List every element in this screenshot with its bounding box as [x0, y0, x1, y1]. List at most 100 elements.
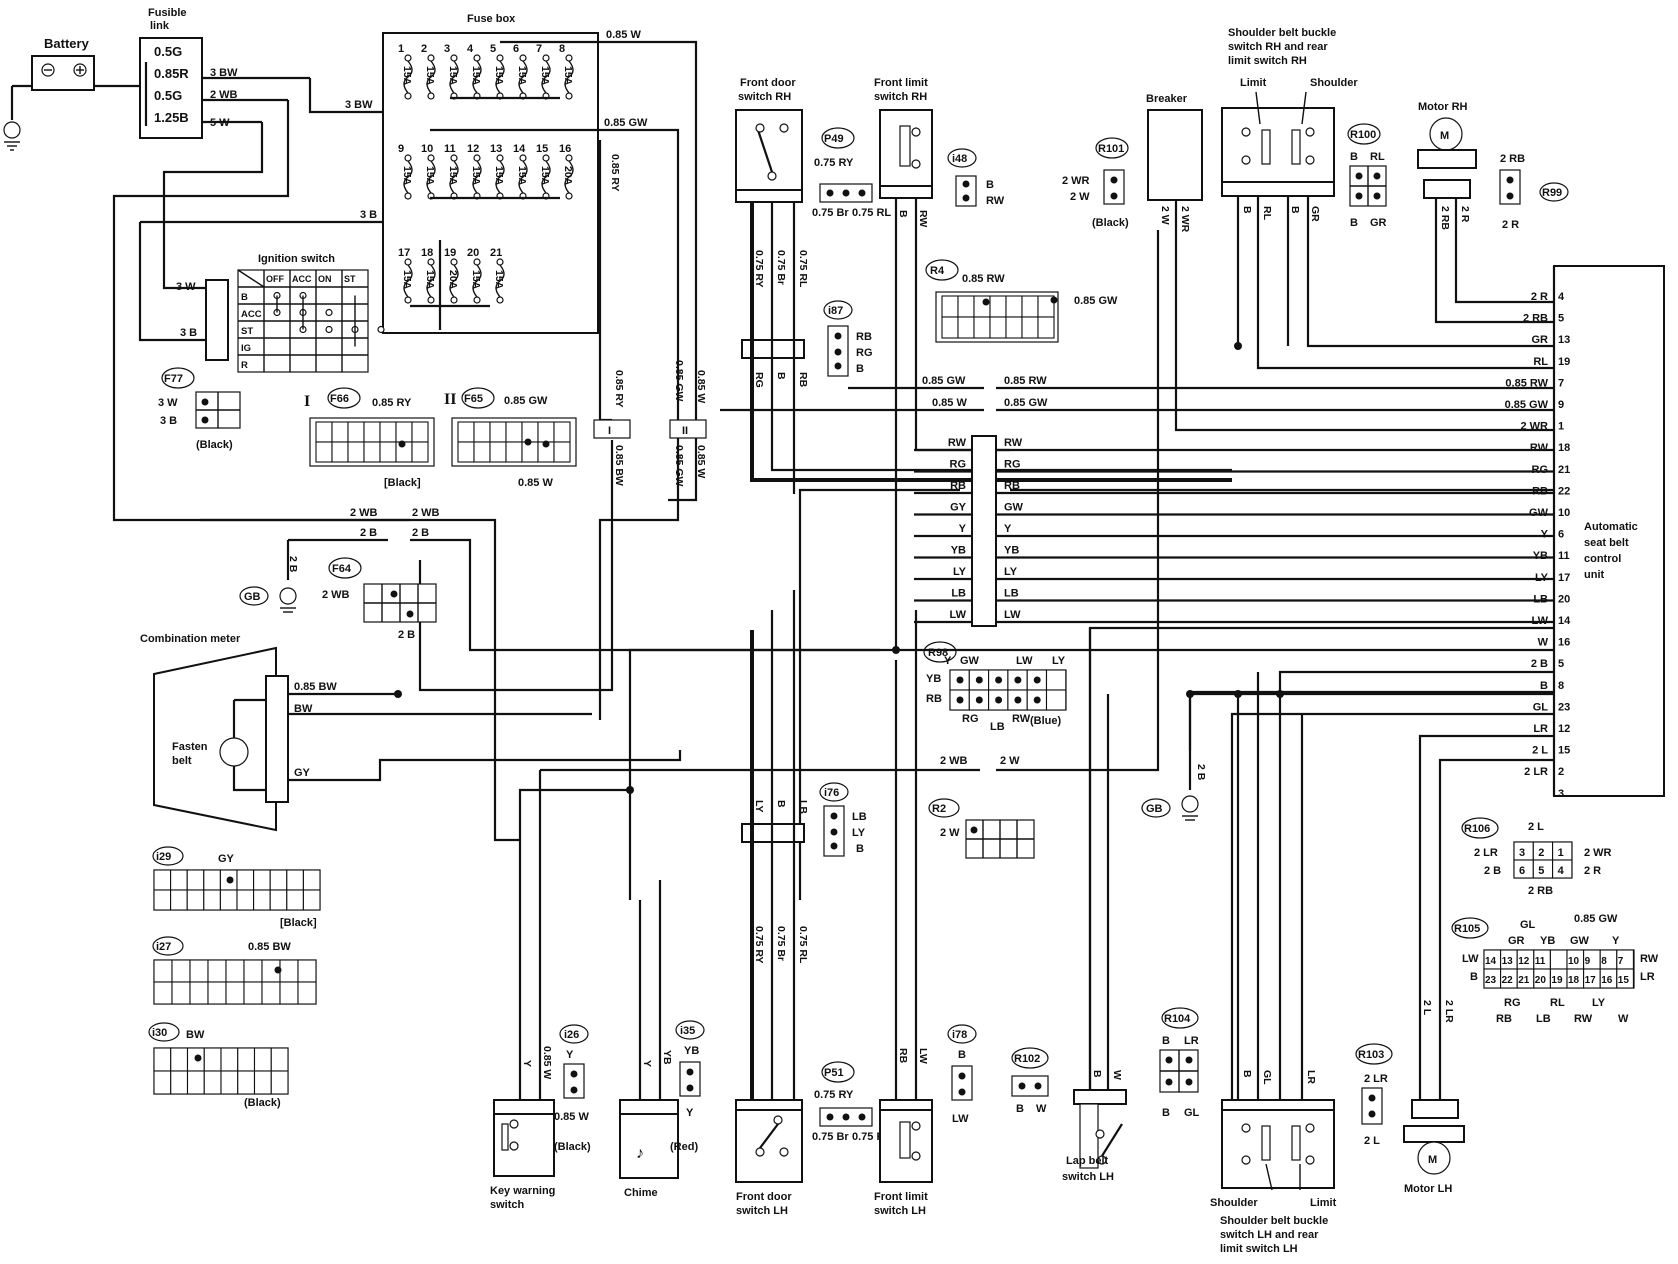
- unit-terminal-wire: Y: [1541, 529, 1549, 541]
- lbs-label-2: switch LH: [1062, 1171, 1114, 1183]
- f64-2wb: 2 WB: [322, 589, 350, 601]
- connector-r101: R101 2 WR 2 W (Black): [1062, 137, 1129, 229]
- i48-b: B: [986, 179, 994, 191]
- wire-2b-b: 2 B: [412, 527, 429, 539]
- harness-085w-l: 0.85 W: [932, 397, 967, 409]
- fusible-link: Fusible link 0.5G 0.85R 0.5G 1.25B 3 BW …: [139, 7, 310, 139]
- ign-col: ON: [318, 274, 332, 284]
- wire-3bw-2: 3 BW: [345, 99, 373, 111]
- connector-i78: i78 B LW: [947, 1024, 977, 1125]
- wire-2b-vert: 2 B: [287, 556, 299, 573]
- i48-rw: RW: [986, 195, 1005, 207]
- harness-085rw-r: 0.85 RW: [1004, 375, 1047, 387]
- fuse-rating: 15A: [424, 66, 436, 86]
- r102-label: R102: [1014, 1053, 1040, 1065]
- unit-label-1: Automatic: [1584, 521, 1638, 533]
- i76-label: i76: [824, 787, 839, 799]
- unit-terminal-pin: 8: [1558, 680, 1564, 692]
- fuse-number: 17: [398, 247, 410, 259]
- fll-rb: RB: [897, 1048, 909, 1064]
- r105-lb: LB: [1536, 1013, 1551, 1025]
- r105-pin: 8: [1601, 956, 1607, 967]
- r106-pin: 4: [1558, 865, 1565, 877]
- r106-2b: 2 B: [1484, 865, 1501, 877]
- music-note-icon: ♪: [636, 1145, 644, 1162]
- f64-label: F64: [332, 563, 352, 575]
- fll-label-2: switch LH: [874, 1205, 926, 1217]
- f77-3b: 3 B: [160, 415, 177, 427]
- motor-rh-2rb: 2 RB: [1439, 206, 1451, 230]
- unit-terminal-wire: W: [1538, 637, 1549, 649]
- i35-y: Y: [686, 1107, 694, 1119]
- r98-rg: RG: [962, 713, 979, 725]
- motor-lh-m: M: [1428, 1154, 1437, 1166]
- harness-right-label: LB: [1004, 588, 1019, 600]
- kws-y: Y: [521, 1060, 533, 1067]
- flr-rw: RW: [917, 210, 929, 227]
- i87-label: i87: [828, 305, 843, 317]
- r105-pin: 7: [1618, 956, 1624, 967]
- fuse-rating: 20A: [562, 166, 574, 186]
- fdl-b: B: [775, 800, 787, 808]
- i78-lw: LW: [952, 1113, 969, 1125]
- sbr-label-2: switch RH and rear: [1228, 41, 1328, 53]
- fuse-number: 12: [467, 143, 479, 155]
- fuse-number: 5: [490, 43, 496, 55]
- fuse-box-frame: [382, 32, 599, 334]
- r105-085gw: 0.85 GW: [1574, 913, 1618, 925]
- harness-left-label: Y: [959, 523, 967, 535]
- harness-left-label: RG: [950, 459, 967, 471]
- fasten-belt-label-2: belt: [172, 755, 192, 767]
- i35-red: (Red): [670, 1141, 698, 1153]
- fdr-label-1: Front door: [740, 77, 796, 89]
- front-door-switch-rh: Front door switch RH 0.75 RY 0.75 Br 0.7…: [735, 77, 1232, 494]
- wire-085gw-mid2: 0.85 GW: [673, 445, 685, 487]
- r105-pin: 19: [1551, 975, 1563, 986]
- wire-2w-mid: 2 W: [1000, 755, 1020, 767]
- connector-i26: i26 Y 0.85 W (Black): [554, 1024, 591, 1153]
- fuse-number: 6: [513, 43, 519, 55]
- r104-b: B: [1162, 1035, 1170, 1047]
- unit-terminal-pin: 16: [1558, 637, 1570, 649]
- unit-terminal-wire: 2 WR: [1521, 421, 1549, 433]
- r103-2l: 2 L: [1364, 1135, 1380, 1147]
- r4-085rw: 0.85 RW: [962, 273, 1005, 285]
- ign-row: ACC: [241, 309, 262, 320]
- fdr-b: B: [775, 372, 787, 380]
- wire-3w: 3 W: [176, 281, 196, 293]
- r103-label: R103: [1358, 1049, 1384, 1061]
- r105-w: W: [1618, 1013, 1629, 1025]
- unit-terminal-pin: 10: [1558, 507, 1570, 519]
- combination-meter-label: Combination meter: [140, 633, 241, 645]
- connector-r103: R103 2 LR 2 L: [1355, 1043, 1393, 1147]
- fuse-number: 20: [467, 247, 479, 259]
- f66-label: F66: [330, 393, 349, 405]
- unit-terminal-pin: 7: [1558, 377, 1564, 389]
- sbr-gr: GR: [1309, 206, 1321, 222]
- motor-rh-2r: 2 R: [1459, 206, 1471, 223]
- connector-r2: R2 2 W: [928, 798, 1035, 859]
- fuse-number: 7: [536, 43, 542, 55]
- fuse-number: 10: [421, 143, 433, 155]
- ignition-connector: [205, 279, 229, 361]
- unit-terminal-wire: 2 RB: [1523, 313, 1548, 325]
- r98-rb: RB: [926, 693, 942, 705]
- i29-gy: GY: [218, 853, 235, 865]
- r98-ly: LY: [1052, 655, 1066, 667]
- connector-i27: i27 0.85 BW: [152, 936, 317, 1005]
- flr-label-2: switch RH: [874, 91, 927, 103]
- i30-label: i30: [152, 1027, 167, 1039]
- fuse-rating: 15A: [516, 166, 528, 186]
- i26-black: (Black): [554, 1141, 591, 1153]
- connector-p49: P49 0.75 RY 0.75 Br 0.75 RL: [812, 127, 891, 219]
- r105-label: R105: [1454, 923, 1480, 935]
- connector-r99: R99 2 RB 2 R: [1499, 153, 1569, 231]
- fdl-ly: LY: [753, 800, 765, 812]
- r4-085gw: 0.85 GW: [1074, 295, 1118, 307]
- r105-pin: 20: [1535, 975, 1547, 986]
- fdr-label-2: switch RH: [738, 91, 791, 103]
- r2-2w: 2 W: [940, 827, 960, 839]
